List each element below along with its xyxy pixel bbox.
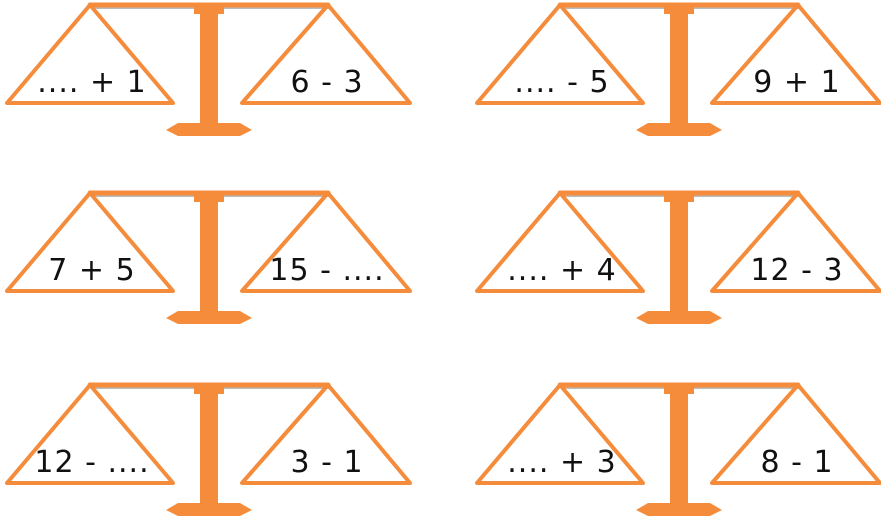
- post: [670, 10, 688, 125]
- balance-scale-6: .... + 3 8 - 1: [470, 380, 881, 530]
- left-pan-expression: .... + 1: [17, 66, 167, 100]
- pivot: [664, 384, 694, 394]
- base: [166, 503, 252, 516]
- right-pan-expression: 15 - ....: [252, 254, 402, 288]
- right-pan-expression: 9 + 1: [722, 66, 872, 100]
- balance-scale-3: 7 + 5 15 - ....: [0, 188, 420, 338]
- left-pan-expression: 12 - ....: [17, 446, 167, 480]
- left-pan-expression: .... - 5: [487, 66, 637, 100]
- post: [200, 198, 218, 313]
- pivot: [194, 4, 224, 14]
- balance-scale-4: .... + 4 12 - 3: [470, 188, 881, 338]
- right-pan-expression: 6 - 3: [252, 66, 402, 100]
- pivot: [664, 4, 694, 14]
- balance-scale-5: 12 - .... 3 - 1: [0, 380, 420, 530]
- balance-scale-2: .... - 5 9 + 1: [470, 0, 881, 150]
- right-pan-expression: 12 - 3: [722, 254, 872, 288]
- base: [636, 123, 722, 136]
- right-pan-expression: 3 - 1: [252, 446, 402, 480]
- post: [200, 10, 218, 125]
- pivot: [194, 384, 224, 394]
- base: [166, 311, 252, 324]
- pivot: [664, 192, 694, 202]
- base: [636, 311, 722, 324]
- balance-scale-1: .... + 1 6 - 3: [0, 0, 420, 150]
- post: [670, 390, 688, 505]
- right-pan-expression: 8 - 1: [722, 446, 872, 480]
- base: [636, 503, 722, 516]
- pivot: [194, 192, 224, 202]
- post: [670, 198, 688, 313]
- base: [166, 123, 252, 136]
- left-pan-expression: 7 + 5: [17, 254, 167, 288]
- post: [200, 390, 218, 505]
- left-pan-expression: .... + 3: [487, 446, 637, 480]
- left-pan-expression: .... + 4: [487, 254, 637, 288]
